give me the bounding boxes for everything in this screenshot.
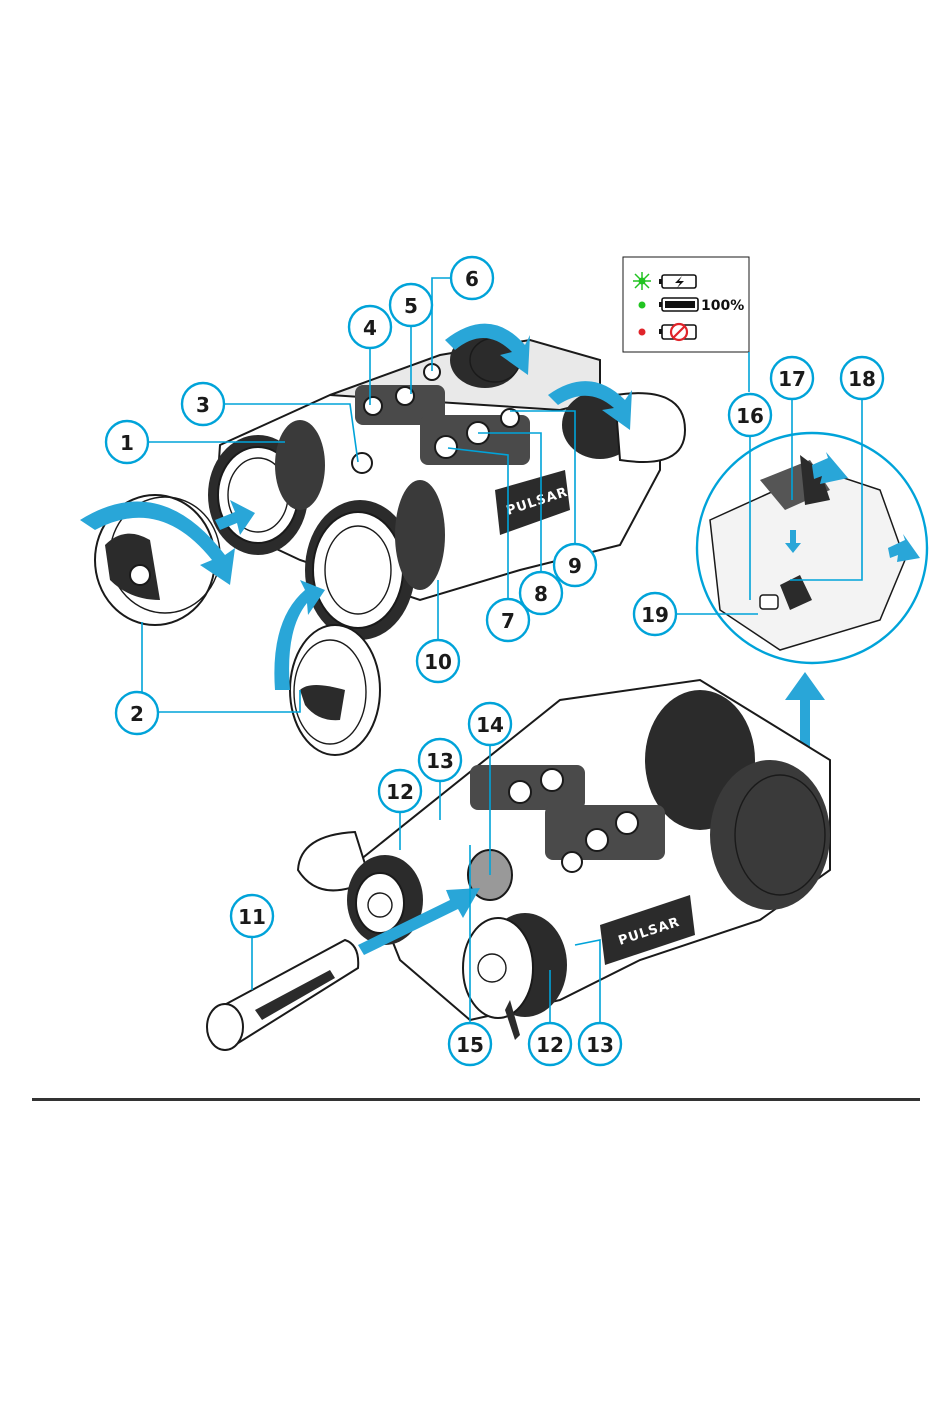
callout-18: 18 xyxy=(841,357,883,399)
svg-text:12: 12 xyxy=(386,780,414,804)
svg-text:7: 7 xyxy=(501,609,515,633)
svg-text:17: 17 xyxy=(778,367,806,391)
svg-text:1: 1 xyxy=(120,431,134,455)
callout-4: 4 xyxy=(349,306,391,348)
power-button-icon xyxy=(616,812,638,834)
callout-13a: 13 xyxy=(419,739,461,781)
button-4-icon xyxy=(364,397,382,415)
battery-pack xyxy=(207,940,358,1050)
svg-text:5: 5 xyxy=(404,294,418,318)
svg-text:6: 6 xyxy=(465,267,479,291)
callout-9: 9 xyxy=(554,544,596,586)
callout-12b: 12 xyxy=(529,1023,571,1065)
charging-led-icon xyxy=(633,272,651,290)
callout-15: 15 xyxy=(449,1023,491,1065)
callout-12a: 12 xyxy=(379,770,421,812)
button-3-icon xyxy=(352,453,372,473)
svg-text:10: 10 xyxy=(424,650,452,674)
callout-3: 3 xyxy=(182,383,224,425)
callout-16: 16 xyxy=(729,394,771,436)
eyepiece-right xyxy=(463,913,567,1040)
callout-1: 1 xyxy=(106,421,148,463)
svg-text:14: 14 xyxy=(476,713,504,737)
callout-10: 10 xyxy=(417,640,459,682)
svg-text:13: 13 xyxy=(586,1033,614,1057)
minus-button-icon xyxy=(509,781,531,803)
charged-led-icon xyxy=(639,302,646,309)
svg-text:9: 9 xyxy=(568,554,582,578)
plus-button-icon xyxy=(435,436,457,458)
plus-button-icon xyxy=(541,769,563,791)
legend-charge-percent: 100% xyxy=(701,298,744,314)
callout-6: 6 xyxy=(451,257,493,299)
svg-text:2: 2 xyxy=(130,702,144,726)
callout-11: 11 xyxy=(231,895,273,937)
svg-text:19: 19 xyxy=(641,603,669,627)
sync-button-icon xyxy=(562,852,582,872)
svg-text:16: 16 xyxy=(736,404,764,428)
svg-text:15: 15 xyxy=(456,1033,484,1057)
svg-text:11: 11 xyxy=(238,905,266,929)
svg-text:18: 18 xyxy=(848,367,876,391)
callout-17: 17 xyxy=(771,357,813,399)
callout-13b: 13 xyxy=(579,1023,621,1065)
callout-8: 8 xyxy=(520,572,562,614)
record-button-icon xyxy=(586,829,608,851)
binocular-rear-view: PULSAR xyxy=(298,680,830,1040)
svg-text:8: 8 xyxy=(534,582,548,606)
callout-5: 5 xyxy=(390,284,432,326)
battery-legend: 100% xyxy=(623,257,749,352)
svg-text:4: 4 xyxy=(363,316,377,340)
detail-inset xyxy=(697,433,927,663)
callout-14: 14 xyxy=(469,703,511,745)
svg-text:13: 13 xyxy=(426,749,454,773)
lens-cap-front xyxy=(290,625,380,755)
svg-text:3: 3 xyxy=(196,393,210,417)
error-led-icon xyxy=(639,329,646,336)
svg-text:12: 12 xyxy=(536,1033,564,1057)
callout-2: 2 xyxy=(116,692,158,734)
callout-19: 19 xyxy=(634,593,676,635)
binocular-front-view: PULSAR xyxy=(208,324,685,640)
page-divider xyxy=(32,1098,920,1101)
